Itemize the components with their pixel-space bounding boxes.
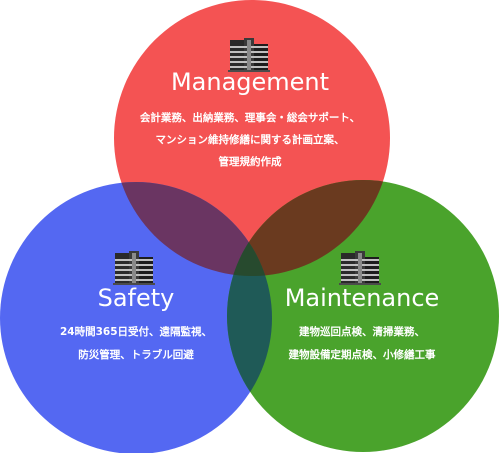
maintenance-line-2: 建物設備定期点検、小修繕工事	[288, 348, 436, 361]
management-line-2: マンション維持修繕に関する計画立案、	[156, 133, 345, 146]
overlap-management-safety	[114, 182, 272, 276]
management-title: Management	[171, 68, 329, 96]
management-line-1: 会計業務、出納業務、理事会・総会サポート、	[140, 111, 360, 124]
management-line-3: 管理規約作成	[219, 155, 282, 168]
safety-title: Safety	[98, 284, 175, 312]
maintenance-line-1: 建物巡回点検、清掃業務、	[298, 325, 425, 338]
safety-line-2: 防災管理、トラブル回避	[78, 348, 194, 361]
maintenance-title: Maintenance	[285, 284, 440, 312]
safety-line-1: 24時間365日受付、遠隔監視、	[60, 325, 212, 338]
overlap-management-maintenance	[227, 180, 390, 276]
